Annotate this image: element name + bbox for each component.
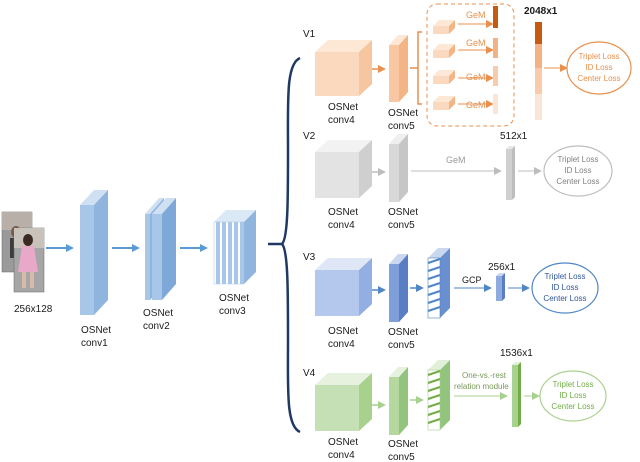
v1-split-bracket xyxy=(410,31,422,105)
v1-gem-label-2: GeM xyxy=(466,38,486,48)
v4-loss-center: Center Loss xyxy=(551,402,594,411)
v3-conv5-line1: OSNet xyxy=(388,327,418,338)
v4-module-label-line2: relation module xyxy=(454,382,509,391)
v1-part-stripe-1 xyxy=(433,20,455,34)
input-image-stack xyxy=(1,211,45,293)
v3-loss-center: Center Loss xyxy=(543,294,586,303)
v1-dim-label: 2048x1 xyxy=(524,6,558,17)
v2-conv5-block xyxy=(389,134,408,202)
v1-conv4-block xyxy=(315,40,372,96)
conv3-block xyxy=(213,210,256,285)
v4-loss-triplet: Triplet Loss xyxy=(552,380,593,389)
variant-v4: V4 OSNet conv4 OSNet conv5 xyxy=(303,348,607,462)
v3-loss-triplet: Triplet Loss xyxy=(544,272,585,281)
v3-dim-label: 256x1 xyxy=(488,262,516,273)
v3-conv5-block xyxy=(389,254,408,322)
v4-loss-ellipse xyxy=(539,370,607,422)
v2-conv4-line1: OSNet xyxy=(328,207,358,218)
v2-loss-triplet: Triplet Loss xyxy=(557,155,598,164)
v2-conv4-line2: conv4 xyxy=(328,220,355,231)
v4-module-label-line1: One-vs.-rest xyxy=(462,371,507,380)
v4-conv4-line1: OSNet xyxy=(328,437,358,448)
v1-conv5-line1: OSNet xyxy=(388,108,418,119)
v2-loss-id: ID Loss xyxy=(564,166,591,175)
v1-conv5-block xyxy=(389,35,408,102)
v2-conv5-line1: OSNet xyxy=(388,207,418,218)
conv2-block xyxy=(145,198,176,300)
conv1-label-line1: OSNet xyxy=(81,325,111,336)
v2-loss-ellipse xyxy=(543,145,613,197)
v3-name: V3 xyxy=(303,252,316,263)
v1-part-stripe-4 xyxy=(433,96,455,110)
v3-gcp-label: GCP xyxy=(462,275,482,285)
input-size-label: 256x128 xyxy=(14,304,53,315)
v4-loss-id: ID Loss xyxy=(559,391,586,400)
v2-conv5-line2: conv5 xyxy=(388,220,415,231)
conv1-block xyxy=(80,190,108,315)
variant-v1: V1 OSNet conv4 OSNet conv5 GeM xyxy=(303,3,632,132)
v1-pooled-vectors xyxy=(493,6,498,114)
v1-gem-label-1: GeM xyxy=(466,10,486,20)
v1-loss-id: ID Loss xyxy=(585,63,612,72)
v2-loss-center: Center Loss xyxy=(556,177,599,186)
v2-gem-label: GeM xyxy=(446,155,466,165)
input-image-front xyxy=(13,227,45,293)
v2-dim-label: 512x1 xyxy=(500,131,528,142)
conv3-label-line2: conv3 xyxy=(219,306,246,317)
v1-conv5-line2: conv5 xyxy=(388,121,415,132)
v1-part-stripe-3 xyxy=(433,70,455,84)
conv2-label-line1: OSNet xyxy=(143,308,173,319)
v3-conv4-block xyxy=(315,258,372,316)
v1-concat-vector xyxy=(535,22,542,120)
v1-name: V1 xyxy=(303,29,316,40)
v1-gem-group-box xyxy=(426,3,515,127)
v1-gem-label-4: GeM xyxy=(466,100,486,110)
v2-feature-vector xyxy=(506,146,515,200)
v3-conv4-line2: conv4 xyxy=(328,339,355,350)
v1-conv4-line2: conv4 xyxy=(328,115,355,126)
v4-stripe-lines xyxy=(427,369,441,425)
conv1-label-line2: conv1 xyxy=(81,338,108,349)
variant-v3: V3 OSNet conv4 OSNet conv5 xyxy=(303,248,599,351)
v3-feature-vector xyxy=(496,273,505,301)
v3-loss-id: ID Loss xyxy=(551,283,578,292)
v1-loss-triplet: Triplet Loss xyxy=(578,52,619,61)
v4-conv5-line1: OSNet xyxy=(388,439,418,450)
v3-stripe-lines xyxy=(427,257,441,313)
v1-loss-center: Center Loss xyxy=(577,74,620,83)
v4-dim-label: 1536x1 xyxy=(500,348,533,359)
v2-conv4-block xyxy=(315,140,372,198)
conv2-label-line2: conv2 xyxy=(143,321,170,332)
v4-conv4-line2: conv4 xyxy=(328,450,355,461)
v4-name: V4 xyxy=(303,368,316,379)
v3-conv5-line2: conv5 xyxy=(388,340,415,351)
v4-conv5-line2: conv5 xyxy=(388,452,415,462)
variant-v2: V2 OSNet conv4 OSNet conv5 GeM 512x1 Tri… xyxy=(303,131,613,231)
v3-loss-ellipse xyxy=(531,262,599,314)
v4-feature-vector xyxy=(512,362,521,427)
v3-conv4-line1: OSNet xyxy=(328,326,358,337)
v4-stripe-block xyxy=(427,360,450,431)
v1-conv4-line1: OSNet xyxy=(328,102,358,113)
v4-conv5-block xyxy=(389,367,408,435)
v1-gem-label-3: GeM xyxy=(466,72,486,82)
branch-brace xyxy=(280,56,301,434)
v3-stripe-block xyxy=(427,248,450,319)
v4-conv4-block xyxy=(315,373,372,431)
v1-loss-ellipse xyxy=(566,41,632,95)
conv3-label-line1: OSNet xyxy=(219,293,249,304)
v1-part-stripe-2 xyxy=(433,44,455,58)
v2-name: V2 xyxy=(303,131,316,142)
